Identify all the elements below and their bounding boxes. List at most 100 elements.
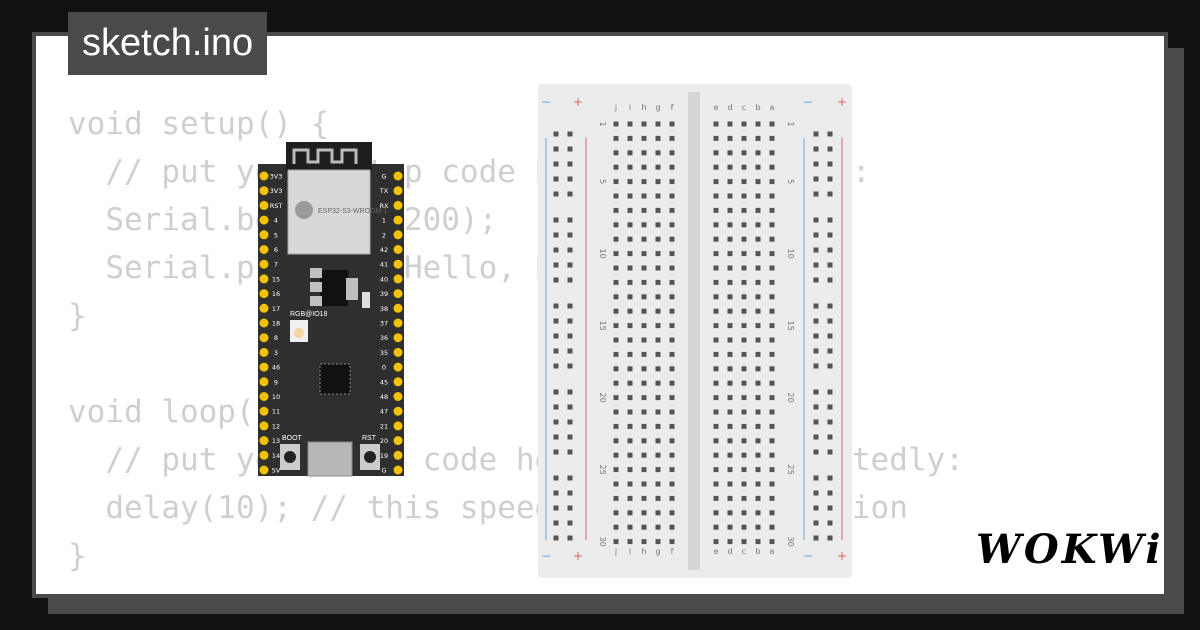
pin-label-left: 16: [272, 290, 280, 298]
header-pin-right: [393, 450, 403, 460]
rail-hole: [553, 348, 559, 354]
terminal-hole: [727, 495, 733, 501]
rail-hole: [827, 217, 833, 223]
terminal-hole: [655, 438, 661, 444]
pin-label-right: 42: [380, 246, 388, 254]
terminal-hole: [655, 308, 661, 314]
column-letter: f: [671, 103, 674, 112]
terminal-hole: [641, 495, 647, 501]
terminal-hole: [655, 467, 661, 473]
terminal-hole: [727, 222, 733, 228]
header-pin-right: [393, 436, 403, 446]
terminal-hole: [755, 351, 761, 357]
header-pin-left: [259, 230, 269, 240]
terminal-hole: [627, 409, 633, 415]
terminal-hole: [669, 251, 675, 257]
terminal-hole: [613, 438, 619, 444]
terminal-hole: [741, 366, 747, 372]
column-letter: a: [770, 547, 775, 556]
rail-hole: [553, 535, 559, 541]
terminal-hole: [741, 438, 747, 444]
terminal-hole: [613, 495, 619, 501]
terminal-hole: [627, 510, 633, 516]
terminal-hole: [669, 323, 675, 329]
terminal-hole: [741, 222, 747, 228]
terminal-hole: [613, 121, 619, 127]
terminal-hole: [755, 308, 761, 314]
terminal-hole: [769, 179, 775, 185]
rail-hole: [827, 475, 833, 481]
header-pin-left: [259, 421, 269, 431]
header-pin-right: [393, 200, 403, 210]
terminal-hole: [741, 409, 747, 415]
terminal-hole: [627, 265, 633, 271]
header-pin-right: [393, 245, 403, 254]
terminal-hole: [727, 135, 733, 141]
pin-label-left: 5V: [272, 467, 281, 475]
terminal-hole: [769, 207, 775, 213]
row-number: 20: [598, 393, 607, 403]
terminal-hole: [755, 524, 761, 530]
rail-hole: [827, 303, 833, 309]
terminal-hole: [669, 423, 675, 429]
terminal-hole: [641, 236, 647, 242]
terminal-hole: [613, 366, 619, 372]
header-pin-right: [393, 289, 403, 299]
terminal-hole: [627, 539, 633, 545]
column-letter: g: [655, 547, 660, 556]
column-letter: e: [714, 547, 719, 556]
terminal-hole: [713, 308, 719, 314]
header-pin-left: [259, 171, 269, 181]
rail-hole: [553, 161, 559, 167]
terminal-hole: [755, 481, 761, 487]
rail-hole: [553, 262, 559, 268]
terminal-hole: [727, 207, 733, 213]
rail-marker: −: [541, 95, 551, 109]
header-pin-left: [259, 392, 269, 401]
terminal-hole: [641, 423, 647, 429]
pin-label-left: 3V3: [270, 187, 283, 195]
terminal-hole: [741, 539, 747, 545]
terminal-hole: [655, 135, 661, 141]
header-pin-left: [259, 436, 269, 446]
terminal-hole: [669, 193, 675, 199]
terminal-hole: [713, 351, 719, 357]
rail-marker: −: [803, 549, 813, 563]
terminal-hole: [713, 251, 719, 257]
terminal-hole: [627, 323, 633, 329]
terminal-hole: [627, 308, 633, 314]
rail-hole: [553, 520, 559, 526]
terminal-hole: [713, 135, 719, 141]
terminal-hole: [669, 495, 675, 501]
rail-hole: [813, 535, 819, 541]
terminal-hole: [641, 481, 647, 487]
terminal-hole: [769, 150, 775, 156]
terminal-hole: [741, 495, 747, 501]
terminal-hole: [727, 366, 733, 372]
rail-hole: [567, 191, 573, 197]
rail-hole: [553, 434, 559, 440]
rail-hole: [567, 318, 573, 324]
header-pin-right: [393, 230, 403, 240]
terminal-hole: [769, 510, 775, 516]
column-letter: b: [755, 547, 760, 556]
column-letter: c: [742, 103, 746, 112]
terminal-hole: [741, 135, 747, 141]
terminal-hole: [755, 452, 761, 458]
terminal-hole: [641, 452, 647, 458]
pin-label-right: TX: [379, 187, 389, 195]
rail-hole: [567, 535, 573, 541]
column-letter: f: [671, 547, 674, 556]
terminal-hole: [727, 524, 733, 530]
terminal-hole: [727, 452, 733, 458]
column-letter: j: [614, 103, 617, 112]
terminal-hole: [613, 279, 619, 285]
terminal-hole: [613, 380, 619, 386]
rail-marker: +: [837, 549, 847, 563]
rail-hole: [567, 232, 573, 238]
terminal-hole: [655, 409, 661, 415]
rail-hole: [827, 161, 833, 167]
rail-hole: [567, 262, 573, 268]
terminal-hole: [741, 150, 747, 156]
